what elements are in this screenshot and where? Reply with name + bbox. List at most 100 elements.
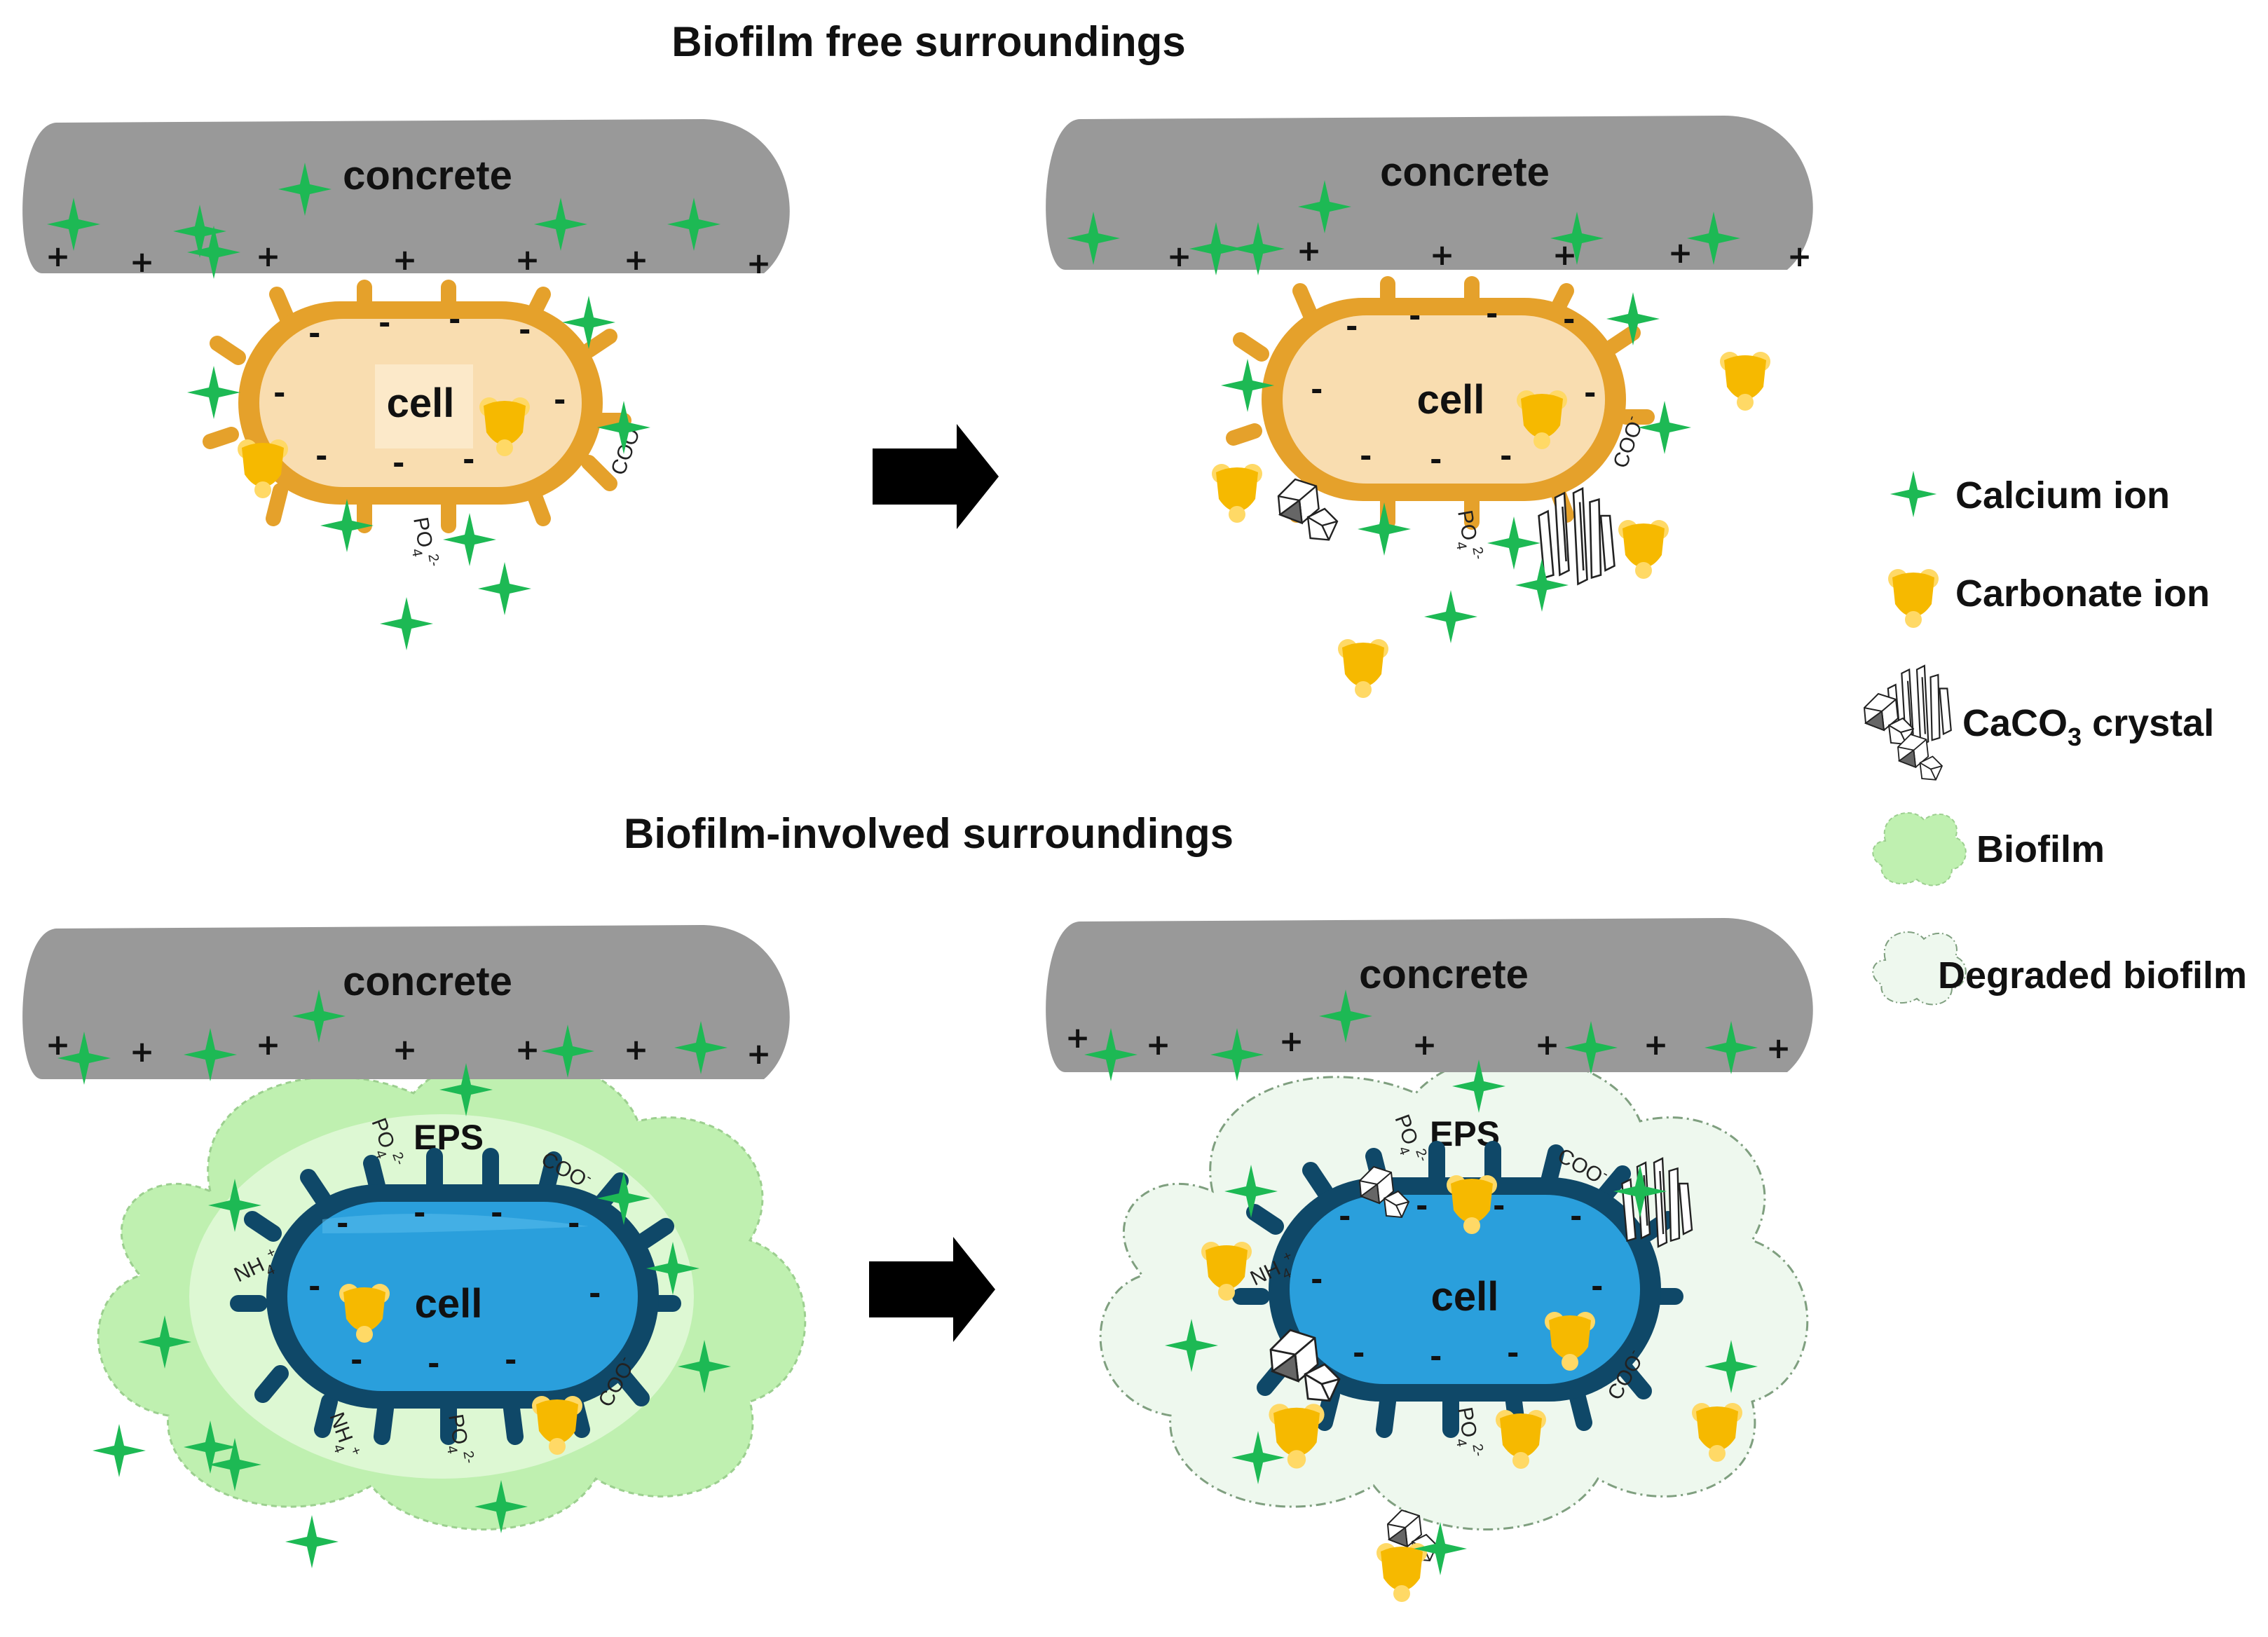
svg-text:+: + — [746, 1036, 771, 1071]
svg-text:+: + — [130, 1034, 154, 1069]
negative-charges: ---- -- --- — [308, 1196, 601, 1381]
svg-text:-: - — [491, 1196, 503, 1230]
concrete-slab — [22, 925, 790, 1079]
svg-text:-: - — [273, 376, 285, 410]
svg-text:+: + — [1787, 239, 1812, 273]
svg-text:+: + — [392, 1032, 417, 1067]
positive-charges: + + + + + + + — [46, 1027, 771, 1071]
svg-text:+: + — [130, 245, 154, 279]
po4-label: PO42- — [1447, 508, 1487, 563]
svg-text:-: - — [1311, 372, 1323, 406]
cell-label: cell — [415, 1281, 483, 1327]
svg-text:-: - — [1570, 1199, 1582, 1233]
panel-biofilm-free-after: concrete +++ +++ cell ---- -- --- COO- — [1046, 116, 1813, 698]
legend-item-biofilm: Biofilm — [1872, 812, 2105, 886]
svg-text:-: - — [392, 446, 404, 480]
legend-label-degraded: Degraded biofilm — [1938, 954, 2247, 996]
legend-item-calcium: Calcium ion — [1890, 470, 2170, 518]
po4-label: PO42- — [1447, 1405, 1487, 1460]
panel-biofilm-involved-after: concrete +++ ++++ EPS cell ---- — [1046, 918, 1813, 1602]
legend-label-biofilm: Biofilm — [1976, 828, 2105, 870]
process-arrow-icon — [869, 1237, 995, 1342]
positive-charges: + + + + + + + — [46, 239, 771, 280]
svg-text:+: + — [515, 1032, 540, 1067]
svg-text:+: + — [624, 1032, 648, 1067]
carbonate-ion-icon — [1888, 569, 1939, 628]
negative-charges: ---- -- --- — [273, 302, 566, 480]
svg-text:-: - — [554, 383, 566, 417]
concrete-slab — [1046, 116, 1813, 270]
legend-label-crystal: CaCO3 crystal — [1962, 702, 2214, 751]
biofilm-icon — [1872, 812, 1967, 886]
svg-text:-: - — [1416, 1189, 1428, 1223]
svg-text:+: + — [1535, 1027, 1559, 1062]
svg-text:-: - — [308, 1269, 320, 1303]
panel-biofilm-involved-before: concrete +++ ++++ EPS cell ---- — [22, 925, 807, 1568]
svg-text:+: + — [1146, 1027, 1170, 1062]
svg-text:+: + — [1279, 1024, 1304, 1058]
process-arrow-icon — [873, 424, 999, 529]
panel-biofilm-free-before: concrete +++ ++++ cell ---- -- -- — [22, 119, 790, 650]
svg-text:+: + — [256, 1027, 280, 1062]
title-biofilm-free: Biofilm free surroundings — [671, 18, 1185, 65]
svg-text:-: - — [350, 1343, 362, 1377]
svg-text:+: + — [46, 239, 70, 273]
po4-label: PO42- — [403, 515, 442, 570]
positive-charges: +++ +++ — [1167, 233, 1812, 273]
bacterial-cell: cell ---- -- --- COO- PO42- — [203, 280, 645, 570]
svg-text:-: - — [1430, 1339, 1442, 1374]
negative-charges: ---- -- --- — [1311, 296, 1596, 477]
svg-text:-: - — [505, 1343, 517, 1377]
svg-text:-: - — [336, 1206, 348, 1240]
concrete-label: concrete — [343, 153, 512, 198]
svg-text:-: - — [378, 306, 390, 340]
svg-text:-: - — [1500, 439, 1512, 473]
cell-label: cell — [1417, 377, 1485, 423]
degraded-biofilm-icon — [1872, 931, 1967, 1006]
cell-label: cell — [1431, 1274, 1499, 1320]
svg-text:-: - — [315, 439, 327, 473]
svg-text:-: - — [1360, 439, 1372, 473]
svg-text:+: + — [515, 242, 540, 277]
concrete-label: concrete — [1380, 149, 1550, 195]
svg-text:-: - — [1493, 1189, 1505, 1223]
title-biofilm-involved: Biofilm-involved surroundings — [624, 810, 1234, 857]
bacterial-cell: cell ---- -- --- — [230, 1148, 681, 1445]
svg-text:+: + — [46, 1027, 70, 1062]
legend-label-carbonate: Carbonate ion — [1955, 573, 2210, 615]
svg-text:-: - — [463, 442, 474, 477]
concrete-label: concrete — [1359, 952, 1529, 997]
svg-text:+: + — [746, 246, 771, 280]
legend: Calcium ion Carbonate ion CaCO3 crystal … — [1864, 470, 2247, 1006]
svg-text:+: + — [1297, 233, 1321, 268]
svg-text:+: + — [392, 242, 417, 277]
svg-text:+: + — [624, 242, 648, 277]
positive-charges: +++ ++++ — [1065, 1020, 1791, 1065]
svg-text:-: - — [1339, 1199, 1351, 1233]
negative-charges: ---- -- --- — [1311, 1189, 1603, 1374]
svg-text:-: - — [1486, 296, 1498, 331]
eps-label: EPS — [414, 1118, 484, 1157]
svg-text:-: - — [1584, 376, 1596, 410]
svg-text:+: + — [1766, 1031, 1791, 1065]
svg-text:-: - — [308, 316, 320, 350]
svg-text:-: - — [1353, 1336, 1365, 1370]
svg-text:-: - — [519, 313, 531, 347]
svg-text:-: - — [1409, 299, 1421, 333]
svg-text:-: - — [1346, 309, 1358, 343]
svg-text:+: + — [1668, 235, 1693, 270]
svg-text:+: + — [1167, 239, 1191, 273]
svg-text:-: - — [1311, 1262, 1323, 1296]
svg-text:-: - — [589, 1276, 601, 1310]
svg-text:-: - — [414, 1196, 425, 1230]
po4-label: PO42- — [438, 1412, 477, 1467]
svg-text:-: - — [1507, 1336, 1519, 1370]
caco3-crystal-icon — [1864, 664, 1952, 781]
concrete-label: concrete — [343, 959, 512, 1004]
svg-text:+: + — [256, 239, 280, 273]
svg-text:-: - — [568, 1206, 580, 1240]
svg-text:-: - — [1563, 302, 1575, 336]
cell-label: cell — [387, 381, 455, 426]
svg-text:+: + — [1065, 1020, 1090, 1055]
